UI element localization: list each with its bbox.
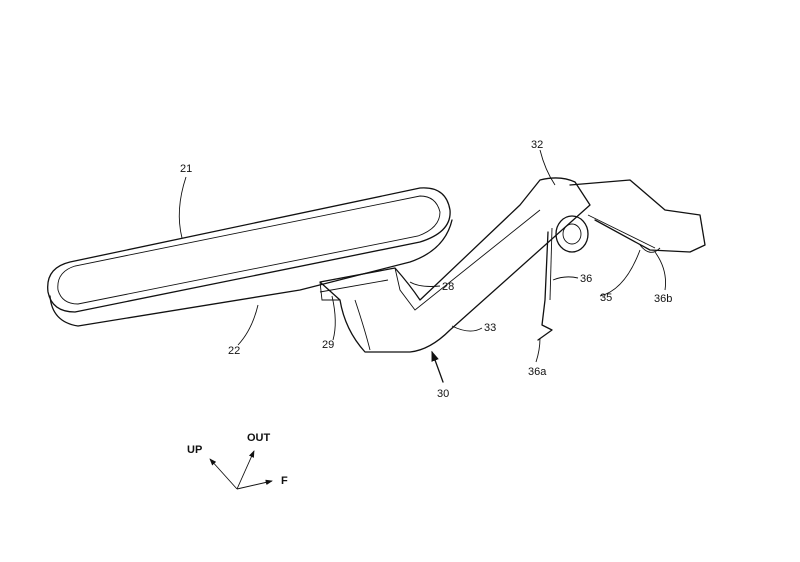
handle-pad xyxy=(47,187,453,327)
pivot-and-spring xyxy=(537,179,706,341)
label-21: 21 xyxy=(180,163,192,175)
direction-f-label: F xyxy=(281,475,288,487)
direction-indicator: UP OUT F xyxy=(187,432,288,490)
label-28: 28 xyxy=(442,281,454,293)
direction-up-label: UP xyxy=(187,444,202,456)
label-30: 30 xyxy=(437,388,449,400)
label-36: 36 xyxy=(580,273,592,285)
leader-lines xyxy=(178,149,666,383)
direction-out-label: OUT xyxy=(247,432,271,444)
label-22: 22 xyxy=(228,345,240,357)
label-36a: 36a xyxy=(528,366,547,378)
label-32: 32 xyxy=(531,139,543,151)
label-29: 29 xyxy=(322,339,334,351)
label-33: 33 xyxy=(484,322,496,334)
label-36b: 36b xyxy=(654,293,672,305)
lever-arm xyxy=(319,177,591,353)
label-35: 35 xyxy=(600,292,612,304)
